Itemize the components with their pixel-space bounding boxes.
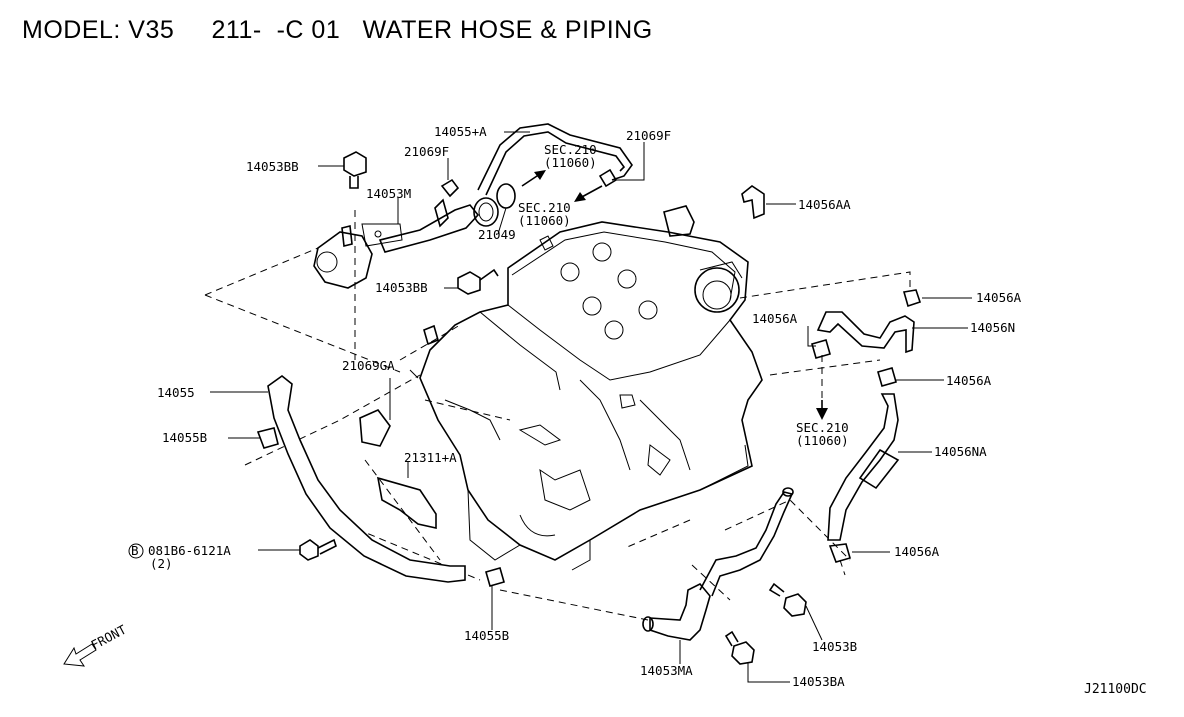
bolt-marker-letter: B (131, 543, 139, 558)
callout-quantity: (2) (150, 556, 173, 571)
callout-21069f-left: 21069F (404, 144, 449, 159)
callout-14053ba: 14053BA (792, 674, 845, 689)
callout-14056a-bottom: 14056A (894, 544, 940, 559)
callout-21049: 21049 (478, 227, 516, 242)
callout-14056a-right: 14056A (946, 373, 992, 388)
callout-14053ma: 14053MA (640, 663, 693, 678)
callout-14053bb-lower: 14053BB (375, 280, 428, 295)
callout-14055b-left: 14055B (162, 430, 207, 445)
callout-081b6-6121a: 081B6-6121A (148, 543, 231, 558)
sec-ref-top-line1: SEC.210 (544, 142, 597, 157)
bolt-marker-circle (128, 543, 144, 559)
callout-labels: 14055+A 21069F 21069F 14053BB 14053M 210… (128, 124, 1022, 689)
callout-14056a-top-right: 14056A (976, 290, 1022, 305)
callout-14055-a: 14055+A (434, 124, 487, 139)
sec-ref-mid-line1: SEC.210 (518, 200, 571, 215)
sec-ref-top-line2: (11060) (544, 155, 597, 170)
callout-14053m: 14053M (366, 186, 411, 201)
engine-assembly (419, 205, 763, 571)
callout-14056aa: 14056AA (798, 197, 851, 212)
callout-14056n: 14056N (970, 320, 1015, 335)
front-label: FRONT (88, 622, 129, 653)
callout-14056a-mid: 14056A (752, 311, 798, 326)
drawing-code: J21100DC (1084, 682, 1147, 697)
callout-14053b: 14053B (812, 639, 857, 654)
sec-ref-right-line1: SEC.210 (796, 420, 849, 435)
callout-21069f-right: 21069F (626, 128, 671, 143)
callout-14055: 14055 (157, 385, 195, 400)
section-arrows (521, 170, 828, 420)
sec-ref-right-line2: (11060) (796, 433, 849, 448)
callout-21311-a: 21311+A (404, 450, 457, 465)
fasteners (256, 151, 922, 665)
front-arrow-icon (63, 643, 97, 667)
front-indicator: FRONT (63, 622, 129, 667)
leader-lines (210, 131, 972, 683)
hoses (267, 123, 915, 641)
sec-ref-mid-line2: (11060) (518, 213, 571, 228)
section-code: 211- -C 01 (211, 16, 341, 44)
callout-21069ga: 21069GA (342, 358, 395, 373)
callout-14053bb-top: 14053BB (246, 159, 299, 174)
callout-14056na: 14056NA (934, 444, 987, 459)
page-title: MODEL: V35 211- -C 01 WATER HOSE & PIPIN… (22, 16, 653, 45)
model-label: MODEL: V35 (22, 16, 175, 44)
diagram-title: WATER HOSE & PIPING (362, 16, 653, 44)
callout-14055b-bottom: 14055B (464, 628, 509, 643)
